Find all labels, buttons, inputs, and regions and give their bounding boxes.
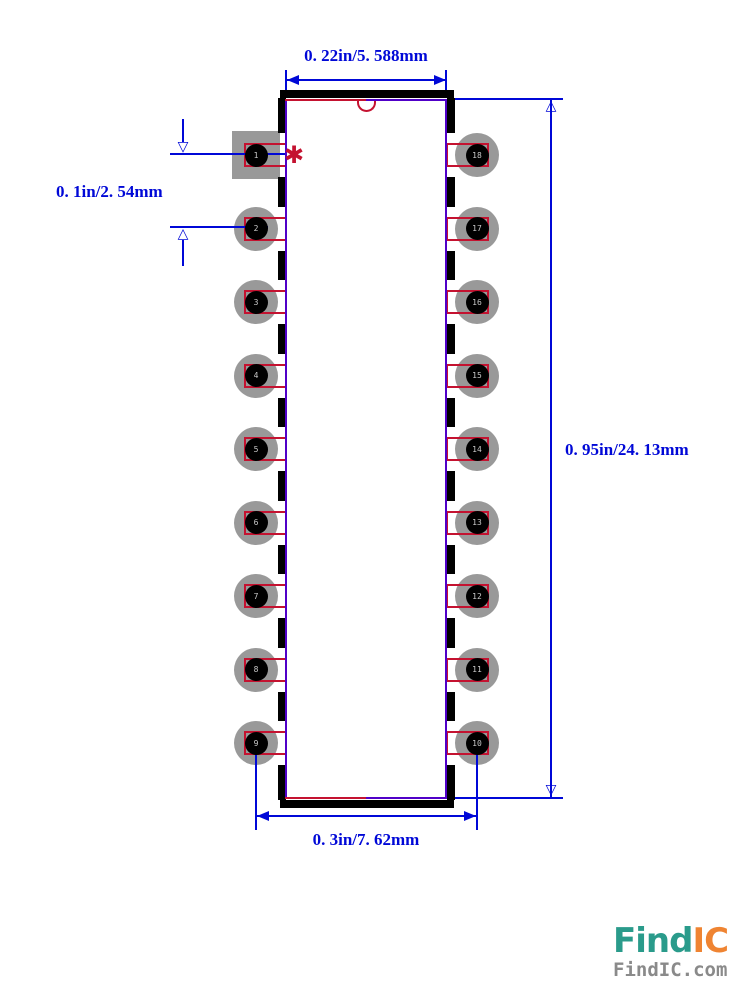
pin10-extension-line	[476, 743, 478, 830]
courtyard-top-right-segment	[366, 99, 446, 101]
silkscreen-left-dash-4	[278, 397, 286, 427]
top-dim-line	[287, 79, 446, 81]
silkscreen-top-bar	[280, 90, 454, 98]
logo-find-text: Find	[613, 921, 693, 961]
pin-5-hole: 5	[244, 437, 268, 461]
top-dim-arrow-right-icon	[434, 75, 446, 85]
silkscreen-left-dash-6	[278, 544, 286, 574]
silkscreen-right-dash-3	[447, 324, 455, 354]
top-dim-extension-left	[285, 70, 287, 97]
height-dim-line	[550, 99, 552, 798]
silkscreen-right-dash-8	[447, 691, 455, 721]
body-height-dimension-label: 0. 95in/24. 13mm	[565, 440, 689, 459]
pin-15-hole: 15	[465, 364, 489, 387]
silkscreen-left-dash-9	[278, 765, 286, 800]
pin-14-hole: 14	[465, 437, 489, 461]
outline-bottom-left-segment	[285, 797, 366, 799]
top-width-dimension-label: 0. 22in/5. 588mm	[304, 46, 428, 65]
silkscreen-right-dash-7	[447, 618, 455, 648]
courtyard-left-edge	[285, 99, 287, 799]
silkscreen-bottom-bar	[280, 800, 454, 808]
pin-2-hole: 2	[244, 217, 268, 240]
pin1-extension-line	[170, 153, 286, 155]
top-dim-extension-right	[445, 70, 447, 97]
height-dim-extension-top	[447, 98, 563, 100]
silkscreen-right-dash-0	[447, 98, 455, 133]
silkscreen-left-dash-8	[278, 691, 286, 721]
outline-top-left-segment	[285, 99, 366, 101]
pin-18-hole: 18	[465, 143, 489, 167]
silkscreen-left-dash-0	[278, 98, 286, 133]
silkscreen-right-dash-5	[447, 471, 455, 501]
pin-16-hole: 16	[465, 290, 489, 314]
pin-17-hole: 17	[465, 217, 489, 240]
findic-logo-text: FindIC	[613, 921, 729, 961]
silkscreen-right-dash-6	[447, 544, 455, 574]
pitch-dim-arrow-down-icon: ▽	[177, 139, 189, 155]
findic-domain-text: FindIC.com	[613, 959, 728, 981]
pin-pitch-dimension-label: 0. 1in/2. 54mm	[56, 182, 163, 201]
pitch-dim-line-upper	[182, 119, 184, 142]
height-dim-arrow-up-icon: △	[545, 98, 557, 114]
height-dim-extension-bottom	[455, 797, 563, 799]
row-spacing-dim-line	[257, 815, 477, 817]
pin-7-hole: 7	[244, 584, 268, 608]
row-spacing-dimension-label: 0. 3in/7. 62mm	[312, 830, 420, 849]
logo-ic-text: IC	[692, 921, 729, 961]
pin-6-hole: 6	[244, 511, 268, 534]
top-dim-arrow-left-icon	[287, 75, 299, 85]
pin-13-hole: 13	[465, 511, 489, 534]
courtyard-right-edge	[445, 99, 447, 799]
silkscreen-left-dash-7	[278, 618, 286, 648]
pin1-orientation-notch	[357, 101, 376, 112]
pin-10-hole: 10	[465, 731, 489, 755]
pin-8-hole: 8	[244, 658, 268, 681]
pin-11-hole: 11	[465, 658, 489, 681]
pitch-dim-arrow-up-icon: △	[177, 226, 189, 242]
row-spacing-arrow-left-icon	[257, 811, 269, 821]
row-spacing-arrow-right-icon	[464, 811, 476, 821]
pin-9-hole: 9	[244, 731, 268, 755]
findic-logo[interactable]: FindIC FindIC.com	[613, 921, 729, 981]
pin9-extension-line	[255, 743, 257, 830]
silkscreen-left-dash-3	[278, 324, 286, 354]
pin-12-hole: 12	[465, 584, 489, 608]
silkscreen-left-dash-2	[278, 250, 286, 280]
pin-4-hole: 4	[244, 364, 268, 387]
pin2-extension-line	[170, 226, 268, 228]
silkscreen-left-dash-5	[278, 471, 286, 501]
pin-3-hole: 3	[244, 290, 268, 314]
silkscreen-right-dash-2	[447, 250, 455, 280]
pitch-dim-line-lower	[182, 240, 184, 266]
silkscreen-right-dash-9	[447, 765, 455, 800]
pin-1-hole: 1	[244, 143, 268, 167]
courtyard-bottom-right-segment	[366, 797, 446, 799]
silkscreen-right-dash-4	[447, 397, 455, 427]
silkscreen-right-dash-1	[447, 177, 455, 207]
silkscreen-left-dash-1	[278, 177, 286, 207]
height-dim-arrow-down-icon: ▽	[545, 782, 557, 798]
